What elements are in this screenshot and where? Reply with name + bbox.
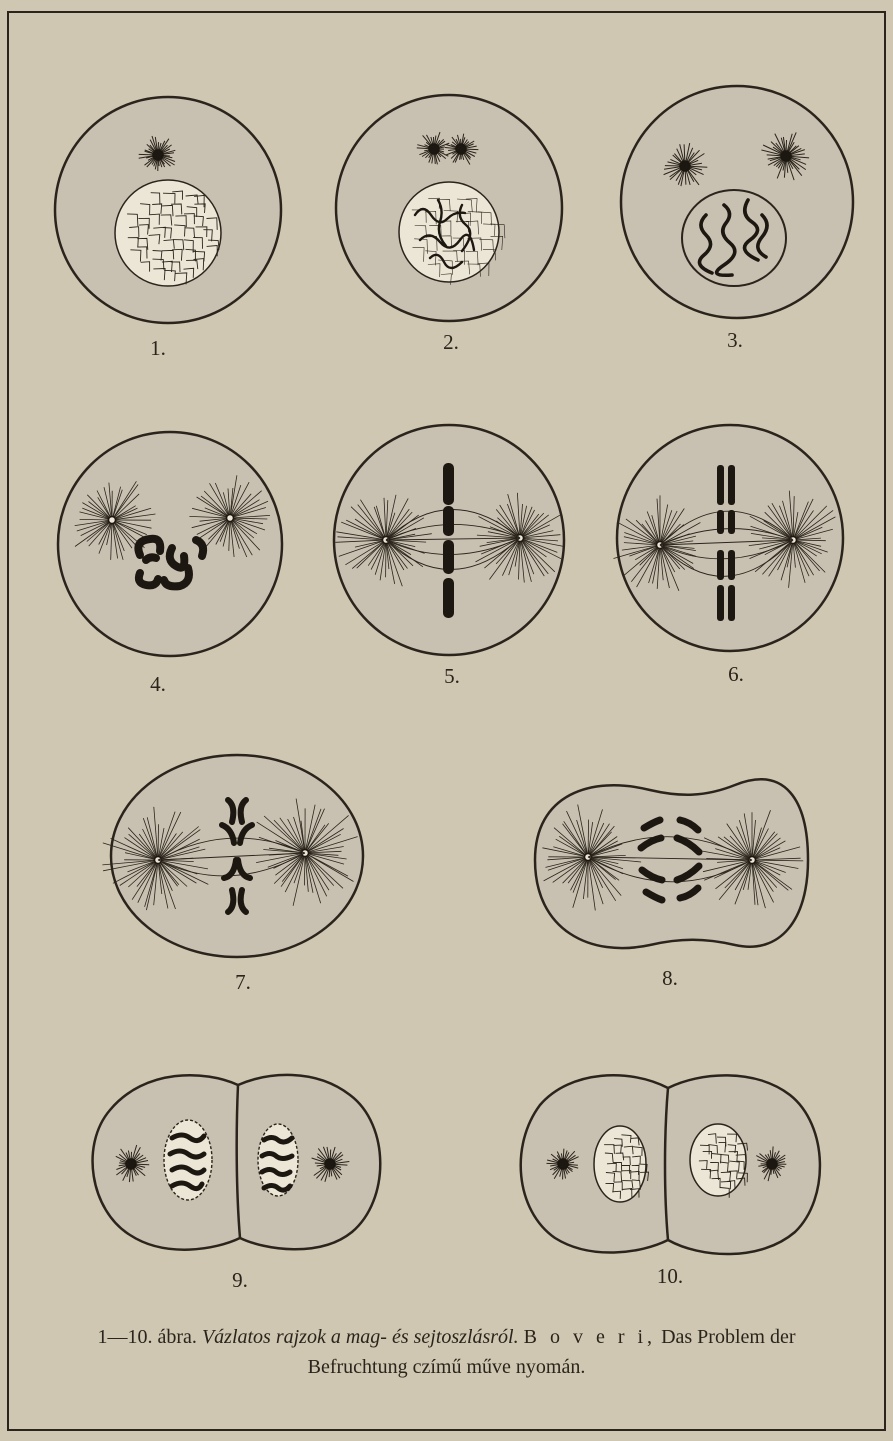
figure-9-cell [93, 1075, 381, 1250]
figure-label-4: 4. [128, 672, 188, 697]
figure-1-cell [55, 97, 281, 323]
caption-author: B o v e r i, [524, 1326, 656, 1348]
figure-3-cell [621, 86, 853, 318]
figure-label-7: 7. [213, 970, 273, 995]
caption-prefix: 1—10. ábra. [98, 1326, 197, 1348]
caption-line-1: 1—10. ábra. Vázlatos rajzok a mag- és se… [20, 1322, 873, 1352]
figure-label-1: 1. [128, 336, 188, 361]
figure-label-10: 10. [640, 1264, 700, 1289]
figure-4-cell [58, 432, 282, 656]
figure-label-5: 5. [422, 664, 482, 689]
figure-caption: 1—10. ábra. Vázlatos rajzok a mag- és se… [20, 1322, 873, 1382]
figure-label-2: 2. [421, 330, 481, 355]
figure-10-cell [521, 1075, 820, 1254]
figure-label-3: 3. [705, 328, 765, 353]
figure-label-8: 8. [640, 966, 700, 991]
caption-title: Vázlatos rajzok a mag- és sejtoszlásról. [202, 1326, 519, 1348]
figure-6-cell [614, 425, 844, 651]
caption-line-2: Befruchtung czímű műve nyomán. [20, 1352, 873, 1382]
figure-5-cell [334, 425, 565, 655]
figure-label-6: 6. [706, 662, 766, 687]
figure-label-9: 9. [210, 1268, 270, 1293]
caption-work-start: Das Problem der [661, 1326, 795, 1348]
figure-2-cell [336, 95, 562, 321]
figure-8-cell [535, 779, 808, 948]
